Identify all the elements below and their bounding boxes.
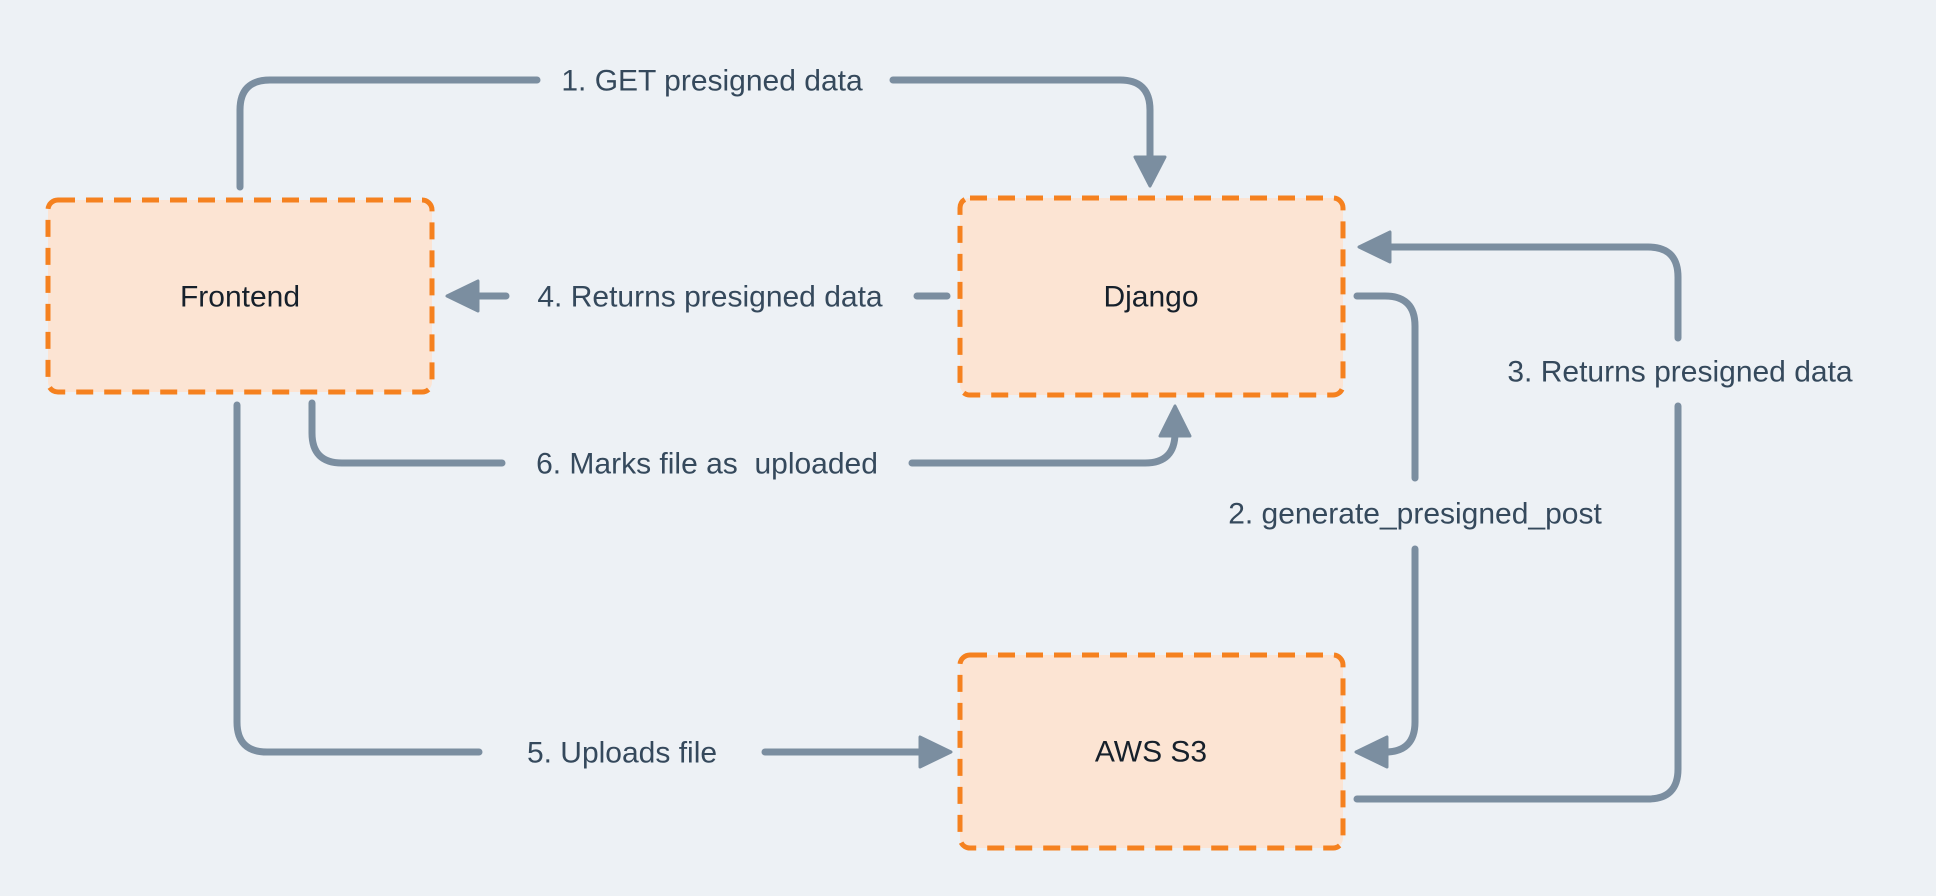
edge-1-label: 1. GET presigned data <box>561 65 863 98</box>
edge-5-label: 5. Uploads file <box>527 737 717 770</box>
edge-6-marks-file-uploaded: 6. Marks file as uploaded <box>308 399 1192 481</box>
edge-5-uploads-file: 5. Uploads file <box>233 401 953 770</box>
edge-2-arrowhead-left <box>1354 735 1389 769</box>
edge-3-line-top <box>1387 243 1682 342</box>
edge-6-label: 6. Marks file as uploaded <box>536 448 878 481</box>
edge-4-returns-presigned-data: 4. Returns presigned data <box>445 279 951 314</box>
node-aws-s3-label: AWS S3 <box>1095 736 1207 769</box>
node-django: Django <box>957 195 1346 398</box>
edge-3-line-bottom <box>1353 402 1682 803</box>
edge-3-label: 3. Returns presigned data <box>1507 356 1853 389</box>
edge-1-get-presigned-data: 1. GET presigned data <box>236 65 1167 191</box>
edge-6-line-right <box>908 429 1179 467</box>
edge-2-label: 2. generate_presigned_post <box>1228 498 1602 531</box>
node-aws-s3: AWS S3 <box>957 652 1346 851</box>
node-frontend-label: Frontend <box>180 281 300 314</box>
node-frontend: Frontend <box>45 197 435 395</box>
edge-2-line-bottom <box>1381 545 1419 756</box>
edge-5-line-left <box>233 401 483 756</box>
edge-3-arrowhead-left <box>1357 230 1392 264</box>
edge-1-line-right <box>889 76 1154 161</box>
edge-4-arrowhead-left <box>445 279 480 313</box>
edge-2-generate-presigned-post: 2. generate_presigned_post <box>1228 292 1602 769</box>
node-django-label: Django <box>1103 281 1198 314</box>
edge-6-arrowhead-up <box>1158 404 1192 438</box>
edge-5-arrowhead-right <box>918 735 953 769</box>
edge-4-label: 4. Returns presigned data <box>537 281 883 314</box>
edge-6-line-left <box>308 399 506 467</box>
edge-2-line-top <box>1353 292 1419 482</box>
node-frontend-box <box>45 197 435 395</box>
edge-3-returns-presigned-data: 3. Returns presigned data <box>1353 230 1853 803</box>
node-aws-s3-box <box>957 652 1346 851</box>
edge-1-line-left <box>236 76 541 191</box>
node-django-box <box>957 195 1346 398</box>
edge-1-arrowhead-down <box>1133 155 1167 188</box>
